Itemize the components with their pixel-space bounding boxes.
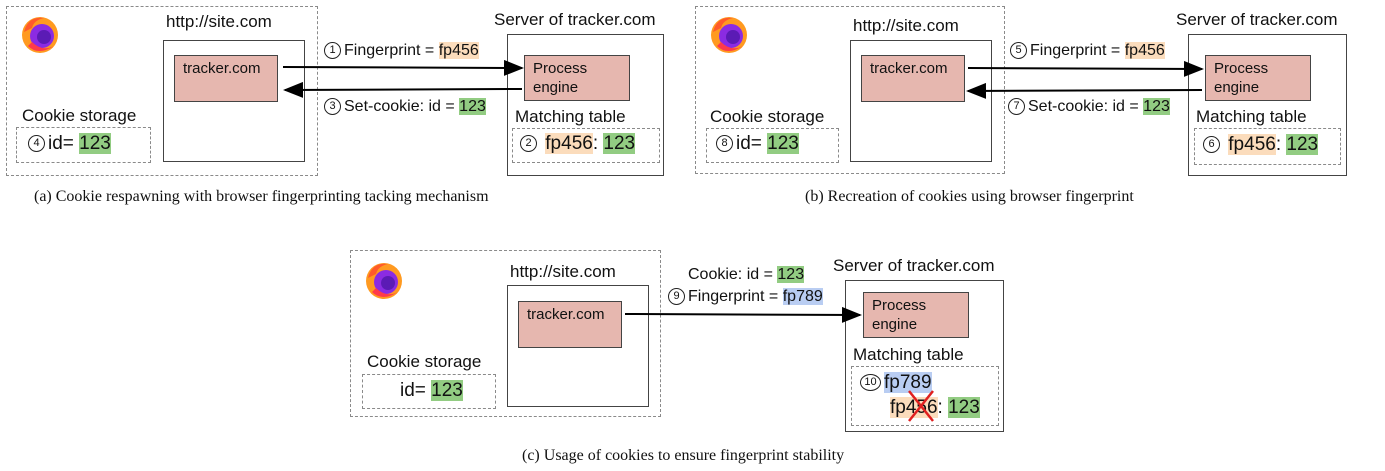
firefox-logo-icon xyxy=(362,258,406,302)
step-marker: 4 xyxy=(28,135,45,153)
cookie-storage-label: Cookie storage xyxy=(22,106,137,125)
cookie-storage-label: Cookie storage xyxy=(367,352,482,371)
cookie-storage-box xyxy=(362,374,496,409)
cookie-storage-label: Cookie storage xyxy=(710,107,825,126)
step-marker: 10 xyxy=(860,374,881,392)
site-label: http://site.com xyxy=(166,12,272,31)
matching-table-row: 6 fp456: 123 xyxy=(1203,134,1319,156)
step-marker: 9 xyxy=(668,288,685,306)
step-marker: 7 xyxy=(1008,98,1025,116)
table-id: 123 xyxy=(1286,134,1319,155)
cross-mark-icon xyxy=(906,388,936,424)
step-marker: 6 xyxy=(1203,136,1220,154)
cookie-id-value: 123 xyxy=(79,133,111,154)
cookie-storage-content: id= 123 xyxy=(400,380,463,402)
step-marker: 5 xyxy=(1010,42,1027,60)
firefox-logo-icon xyxy=(707,12,751,56)
process-engine-label: Process engine xyxy=(872,297,927,333)
matching-table-box xyxy=(1194,128,1341,165)
arrow-text: Set-cookie: id = xyxy=(1028,98,1144,115)
browser-frame-c xyxy=(350,250,661,417)
caption-a: (a) Cookie respawning with browser finge… xyxy=(34,188,489,205)
arrow-text: Set-cookie: id = xyxy=(344,98,460,115)
process-engine-box: Process engine xyxy=(863,292,969,338)
caption-b: (b) Recreation of cookies using browser … xyxy=(805,188,1134,205)
arrow-text: Fingerprint = xyxy=(1030,42,1125,59)
arrow-text: Cookie: id = xyxy=(688,266,778,283)
cookie-id-value: 123 xyxy=(431,380,463,401)
cookie-id-prefix: id= xyxy=(736,133,762,154)
arrow-label-cookie: Cookie: id = 123 xyxy=(688,266,805,284)
process-engine-box: Process engine xyxy=(1205,55,1311,101)
process-engine-box: Process engine xyxy=(524,55,630,101)
server-label: Server of tracker.com xyxy=(494,10,656,29)
cookie-storage-box xyxy=(16,127,151,163)
step-marker: 1 xyxy=(324,42,341,60)
cookie-id-prefix: id= xyxy=(400,380,426,401)
tracker-box: tracker.com xyxy=(518,301,622,348)
process-engine-label: Process engine xyxy=(1214,60,1269,96)
matching-table-label: Matching table xyxy=(1196,107,1307,126)
arrow-setcookie-b xyxy=(966,82,1203,99)
tracker-box: tracker.com xyxy=(861,55,965,102)
step-marker: 2 xyxy=(520,135,537,153)
server-label: Server of tracker.com xyxy=(833,256,995,275)
arrow-value: 123 xyxy=(777,266,805,283)
arrow-value: 123 xyxy=(459,98,486,115)
table-id: 123 xyxy=(948,397,980,418)
arrow-value: 123 xyxy=(1143,98,1170,115)
arrow-setcookie-a xyxy=(283,81,523,98)
matching-table-label: Matching table xyxy=(853,345,964,364)
matching-table-box xyxy=(851,366,999,426)
cookie-storage-box xyxy=(706,128,839,163)
step-marker: 3 xyxy=(324,98,341,116)
server-label: Server of tracker.com xyxy=(1176,10,1338,29)
process-engine-label: Process engine xyxy=(533,60,588,96)
table-separator: : xyxy=(1275,134,1282,155)
matching-table-row: 2 fp456: 123 xyxy=(520,133,636,155)
matching-table-box xyxy=(512,128,660,163)
table-separator: : xyxy=(592,133,599,154)
arrow-text: Fingerprint = xyxy=(344,42,439,59)
caption-c: (c) Usage of cookies to ensure fingerpri… xyxy=(522,447,845,464)
matching-table-label: Matching table xyxy=(515,107,626,126)
arrow-value: fp789 xyxy=(782,288,823,305)
firefox-logo-icon xyxy=(18,12,62,56)
table-new-fingerprint: fp789 xyxy=(884,372,932,393)
step-marker: 8 xyxy=(716,135,733,153)
cookie-id-prefix: id= xyxy=(48,133,74,154)
arrow-value: fp456 xyxy=(1124,42,1165,59)
tracker-box: tracker.com xyxy=(174,55,278,102)
arrow-value: fp456 xyxy=(438,42,479,59)
table-id: 123 xyxy=(603,133,636,154)
browser-frame-a xyxy=(6,6,318,176)
table-fingerprint: fp456 xyxy=(545,133,593,154)
arrow-fingerprint-a xyxy=(282,59,524,76)
cookie-id-value: 123 xyxy=(767,133,799,154)
arrow-text: Fingerprint = xyxy=(688,288,783,305)
table-fingerprint: fp456 xyxy=(1228,134,1276,155)
table-separator: : xyxy=(937,397,943,418)
site-label: http://site.com xyxy=(853,16,959,35)
arrow-request-c xyxy=(624,306,862,323)
site-label: http://site.com xyxy=(510,262,616,281)
arrow-fingerprint-b xyxy=(967,60,1204,77)
